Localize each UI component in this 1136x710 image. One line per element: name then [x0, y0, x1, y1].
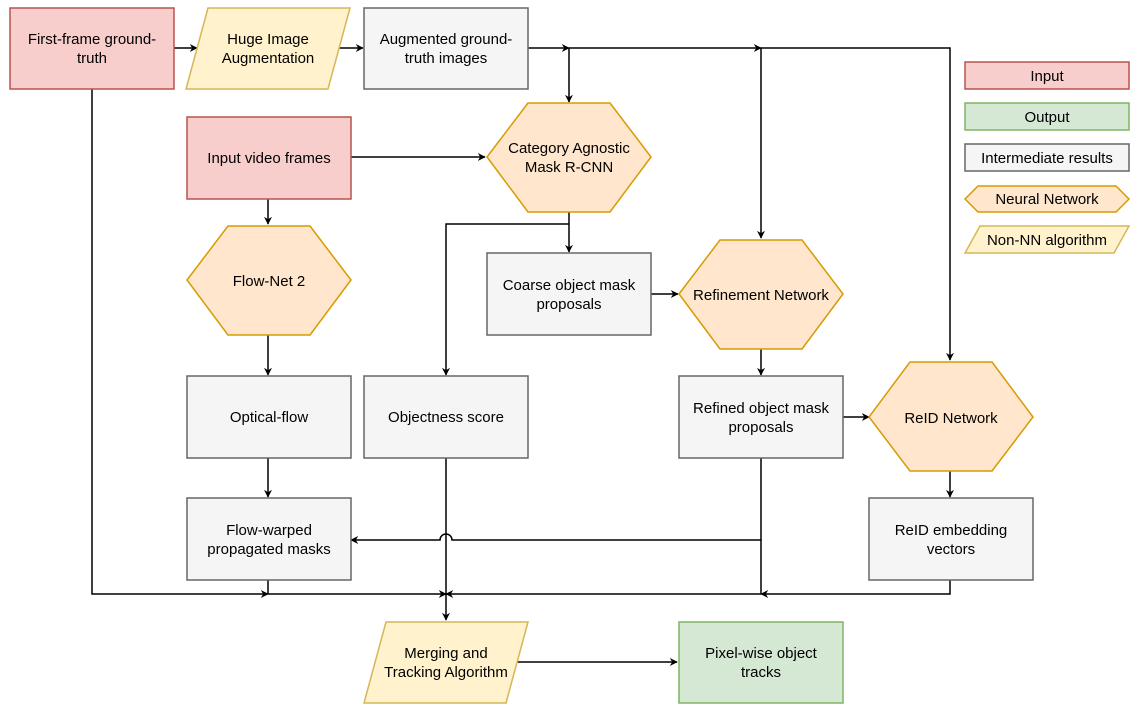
legend: Input Output Intermediate results Neural…	[963, 61, 1131, 254]
legend-input-label: Input	[1030, 68, 1064, 85]
legend-non-nn-label: Non-NN algorithm	[987, 232, 1107, 249]
node-reid-network: ReID Network	[868, 361, 1034, 472]
node-input-frames-label: Input video frames	[207, 150, 330, 167]
edge-reid-vectors-to-bus	[760, 580, 951, 598]
node-optical-flow: Optical-flow	[186, 375, 352, 459]
legend-input: Input	[964, 61, 1130, 90]
node-reid-network-label: ReID Network	[904, 410, 998, 427]
legend-intermediate: Intermediate results	[964, 143, 1130, 172]
node-refinement-label: Refinement Network	[693, 287, 829, 304]
node-augmented-ground-truth: Augmented ground-truth images	[363, 7, 529, 90]
node-optical-flow-label: Optical-flow	[230, 409, 309, 426]
edge-firstframe-to-merging	[91, 89, 269, 598]
edge-refined-to-flow-warped	[350, 458, 762, 544]
node-refinement-network: Refinement Network	[678, 239, 844, 350]
node-flownet-label: Flow-Net 2	[233, 273, 306, 290]
node-augmented-gt-label: Augmented ground-truth images	[380, 31, 513, 67]
legend-intermediate-label: Intermediate results	[981, 150, 1113, 167]
node-flownet-2: Flow-Net 2	[186, 225, 352, 336]
node-first-frame-label: First-frame ground-truth	[28, 31, 156, 67]
node-first-frame-ground-truth: First-frame ground-truth	[9, 7, 175, 90]
edge-mask-rcnn-to-objectness	[442, 223, 569, 376]
node-objectness-score: Objectness score	[363, 375, 529, 459]
edges	[91, 44, 954, 666]
node-objectness-label: Objectness score	[388, 409, 504, 426]
edge-top-line-to-reid-network	[761, 47, 954, 361]
legend-neural-network: Neural Network	[963, 185, 1131, 213]
legend-output-label: Output	[1024, 109, 1070, 126]
legend-nn-label: Neural Network	[995, 191, 1099, 208]
legend-non-nn-algorithm: Non-NN algorithm	[963, 225, 1131, 254]
legend-output: Output	[964, 102, 1130, 131]
node-input-video-frames: Input video frames	[186, 116, 352, 200]
